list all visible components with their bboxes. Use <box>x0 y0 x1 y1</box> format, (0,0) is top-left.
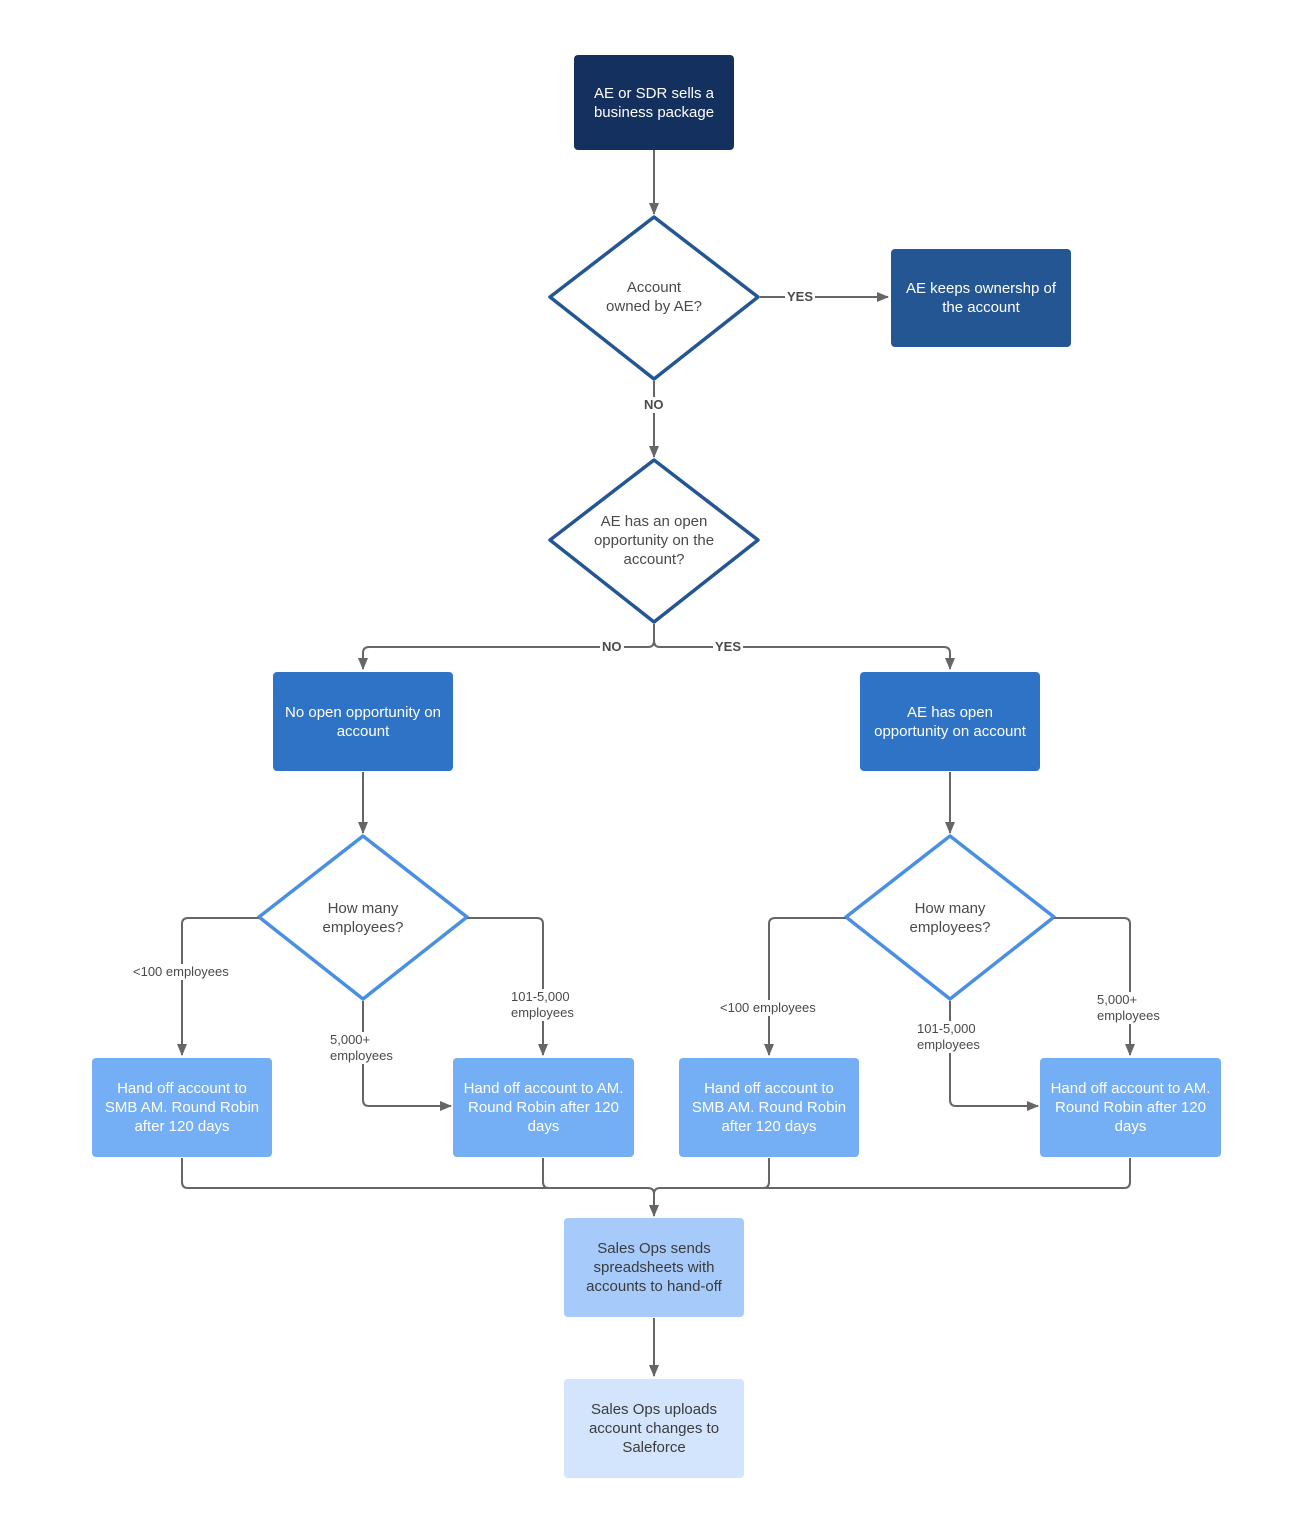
decision-employees-left-label: How many employees? <box>322 900 404 936</box>
node-has-open-opportunity-label: AE has open opportunity on account <box>874 703 1026 740</box>
node-am-handoff-left-label: Hand off account to AM. Round Robin afte… <box>463 1080 624 1135</box>
edge-merge-am-left <box>542 1158 648 1189</box>
edge-label-left-lt100: <100 employees <box>131 964 231 980</box>
decision-open-opportunity: AE has an open opportunity on the accoun… <box>584 505 724 575</box>
edge-right-mid <box>949 1001 1039 1111</box>
node-sales-ops-sends-label: Sales Ops sends spreadsheets with accoun… <box>586 1240 722 1295</box>
edge-label-right-5k-line1: 5,000+ <box>1097 992 1138 1007</box>
edge-label-open-yes: YES <box>713 639 744 655</box>
edge-label-right-5k-line2: employees <box>1097 1008 1160 1023</box>
decision-open-opportunity-shape <box>548 458 760 624</box>
edge-label-owned-yes: YES <box>785 289 816 305</box>
edge-label-right-mid-line1: 101-5,000 <box>917 1021 976 1036</box>
node-start-label: AE or SDR sells a business package <box>593 84 715 121</box>
edge-label-right-5k: 5,000+ employees <box>1095 992 1162 1024</box>
node-am-handoff-right: Hand off account to AM. Round Robin afte… <box>1040 1058 1221 1157</box>
edge-right-lt100 <box>764 917 846 1056</box>
decision-employees-left-shape <box>257 834 469 1001</box>
edge-merge-am-right <box>660 1158 1131 1189</box>
edge-label-left-mid: 101-5,000 employees <box>509 989 576 1021</box>
edge-left-mid <box>467 917 548 1056</box>
node-ae-keeps-ownership: AE keeps ownershp of the account <box>891 249 1071 347</box>
node-no-open-opportunity-label: No open opportunity on account <box>285 703 441 740</box>
decision-account-owned: Account owned by AE? <box>604 262 704 332</box>
edge-label-left-mid-line2: employees <box>511 1005 574 1020</box>
decision-account-owned-label: Account owned by AE? <box>606 279 702 315</box>
decision-employees-right-label: How many employees? <box>909 900 991 936</box>
node-has-open-opportunity: AE has open opportunity on account <box>860 672 1040 771</box>
edge-right-5k <box>1054 917 1135 1056</box>
edge-label-right-mid-line2: employees <box>917 1037 980 1052</box>
node-no-open-opportunity: No open opportunity on account <box>273 672 453 771</box>
edge-label-left-mid-line1: 101-5,000 <box>511 989 570 1004</box>
edge-open-yes <box>653 640 955 670</box>
node-am-handoff-right-label: Hand off account to AM. Round Robin afte… <box>1050 1080 1211 1135</box>
decision-employees-right-shape <box>844 834 1056 1001</box>
edge-label-owned-no: NO <box>642 397 666 413</box>
edge-left-lt100 <box>177 917 259 1056</box>
decision-open-opportunity-label: AE has an open opportunity on the accoun… <box>593 512 715 568</box>
decision-employees-right: How many employees? <box>890 893 1010 943</box>
node-start: AE or SDR sells a business package <box>574 55 734 150</box>
node-smb-handoff-left-label: Hand off account to SMB AM. Round Robin … <box>104 1080 260 1135</box>
node-smb-handoff-left: Hand off account to SMB AM. Round Robin … <box>92 1058 272 1157</box>
node-ae-keeps-ownership-label: AE keeps ownershp of the account <box>905 280 1057 316</box>
node-sales-ops-uploads: Sales Ops uploads account changes to Sal… <box>564 1379 744 1478</box>
edge-left-5k <box>362 1001 452 1111</box>
edge-label-left-5k-line2: employees <box>330 1048 393 1063</box>
node-sales-ops-sends: Sales Ops sends spreadsheets with accoun… <box>564 1218 744 1317</box>
decision-account-owned-shape <box>548 215 760 381</box>
node-smb-handoff-right-label: Hand off account to SMB AM. Round Robin … <box>691 1080 847 1135</box>
edge-label-right-mid: 101-5,000 employees <box>915 1021 982 1053</box>
edge-label-left-5k-line1: 5,000+ <box>330 1032 371 1047</box>
edge-label-left-5k: 5,000+ employees <box>328 1032 395 1064</box>
edge-label-right-lt100: <100 employees <box>718 1000 818 1016</box>
edge-label-open-no: NO <box>600 639 624 655</box>
node-smb-handoff-right: Hand off account to SMB AM. Round Robin … <box>679 1058 859 1157</box>
decision-employees-left: How many employees? <box>303 893 423 943</box>
node-am-handoff-left: Hand off account to AM. Round Robin afte… <box>453 1058 634 1157</box>
node-sales-ops-uploads-label: Sales Ops uploads account changes to Sal… <box>588 1401 720 1456</box>
